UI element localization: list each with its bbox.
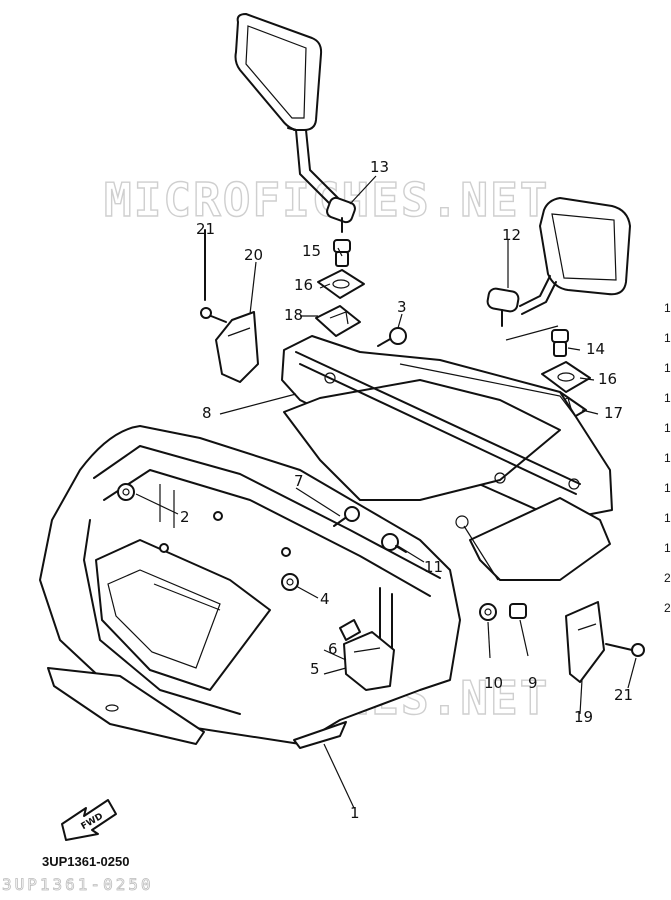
- callout-9: 9: [528, 674, 538, 692]
- faint-part-code: 3UP1361-0250: [2, 875, 154, 894]
- callout-4: 4: [320, 590, 330, 608]
- left-mirror-mount-parts: [315, 239, 365, 337]
- callout-8: 8: [202, 404, 212, 422]
- callout-3: 3: [397, 298, 407, 316]
- callout-12: 12: [502, 226, 521, 244]
- callout-13: 13: [370, 158, 389, 176]
- callout-14: 14: [586, 340, 605, 358]
- bolt-9: [509, 603, 527, 619]
- callout-labels: 1 2 3 4 5 6 7 8 9 10 11 12 13 14 15 16 1…: [180, 158, 633, 822]
- front-direction-arrow: FWD: [61, 799, 117, 841]
- callout-6: 6: [328, 640, 338, 658]
- callout-16-right: 16: [598, 370, 617, 388]
- part-code: 3UP1361-0250: [42, 854, 129, 869]
- leader-lines: [135, 175, 637, 809]
- bracket-19: [565, 601, 645, 683]
- callout-5: 5: [310, 660, 320, 678]
- callout-21-right: 21: [614, 686, 633, 704]
- edge-number: 1: [664, 421, 671, 435]
- callout-18: 18: [284, 306, 303, 324]
- edge-number: 1: [664, 541, 671, 555]
- callout-17: 17: [604, 404, 623, 422]
- callout-21-left: 21: [196, 220, 215, 238]
- edge-number: 2: [664, 601, 671, 615]
- washer-10: [479, 603, 497, 621]
- bracket-20: [200, 229, 259, 383]
- callout-20: 20: [244, 246, 263, 264]
- callout-15: 15: [302, 242, 321, 260]
- right-edge-numbers: 1 1 1 1 1 1 1 1 1 2 2: [664, 301, 671, 615]
- bolt-3: [377, 327, 407, 347]
- edge-number: 1: [664, 361, 671, 375]
- edge-number: 1: [664, 391, 671, 405]
- bracket-5: [339, 619, 395, 691]
- callout-19: 19: [574, 708, 593, 726]
- right-mirror: [486, 197, 631, 341]
- screw-11: [381, 533, 407, 553]
- left-mirror: [234, 13, 356, 233]
- edge-number: 1: [664, 451, 671, 465]
- callout-16-left: 16: [294, 276, 313, 294]
- nut-2: [117, 483, 135, 501]
- screw-7: [333, 506, 360, 527]
- callout-10: 10: [484, 674, 503, 692]
- edge-number: 1: [664, 301, 671, 315]
- callout-1: 1: [350, 804, 360, 822]
- edge-number: 2: [664, 571, 671, 585]
- edge-number: 1: [664, 511, 671, 525]
- grommet-4: [281, 573, 299, 591]
- callout-7: 7: [294, 472, 304, 490]
- edge-number: 1: [664, 331, 671, 345]
- inner-stay-8: [281, 335, 613, 581]
- edge-number: 1: [664, 481, 671, 495]
- callout-2: 2: [180, 508, 190, 526]
- callout-11: 11: [424, 558, 443, 576]
